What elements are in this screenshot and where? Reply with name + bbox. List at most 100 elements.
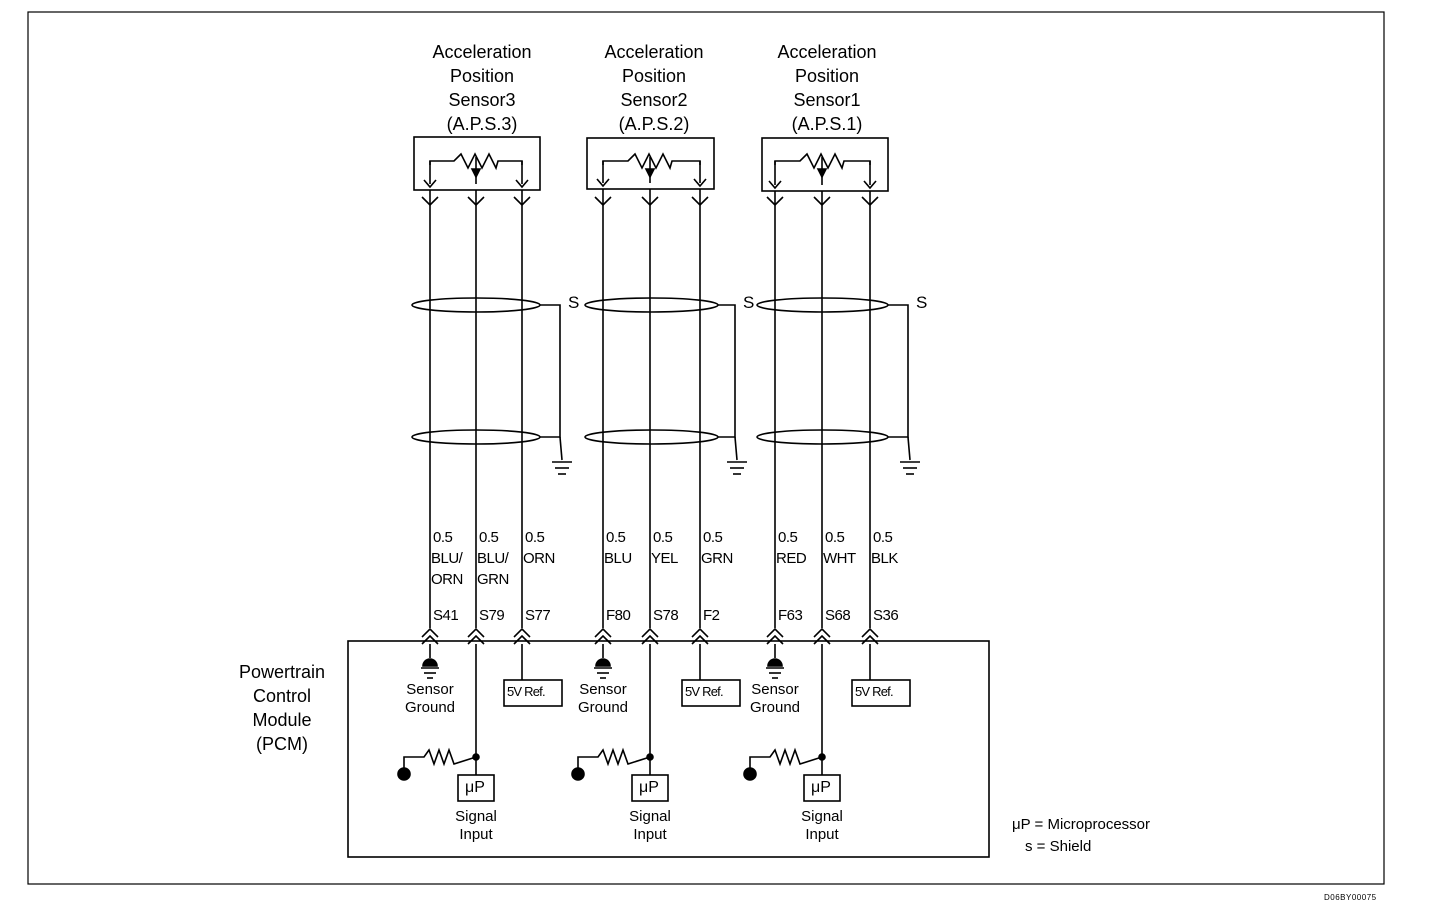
connector-chevron: [691, 196, 709, 207]
sensor-group-1: [397, 136, 572, 802]
lead-arrow: [596, 178, 610, 188]
sensor-title: Acceleration: [777, 42, 877, 62]
connector-chevron: [691, 634, 709, 645]
connector-chevron: [421, 627, 439, 638]
connector-chevron: [513, 196, 531, 207]
connector-chevron: [861, 627, 879, 638]
signal-input-label: Signal: [629, 808, 671, 825]
ref-box: [681, 679, 741, 707]
ground-dot: [422, 658, 438, 667]
ground-dot: [767, 658, 783, 667]
pullup-resistor: [577, 747, 651, 772]
connector-chevron: [641, 634, 659, 645]
signal-input-label: Input: [805, 826, 839, 843]
potentiometer-resistor: [429, 152, 523, 171]
microprocessor-box: [803, 774, 841, 802]
wire-size: 0.5: [825, 529, 845, 546]
wiper-arrow: [816, 168, 828, 179]
connector-chevron: [813, 196, 831, 207]
connector-chevron: [691, 627, 709, 638]
sensor-ground-label: Sensor: [579, 681, 627, 698]
pin-number: S68: [825, 607, 851, 624]
pin-number: S36: [873, 607, 899, 624]
sensor-title: Position: [449, 66, 515, 86]
pullup-resistor: [403, 747, 477, 772]
legend-item: μP = Microprocessor: [1012, 816, 1150, 833]
ground-dot: [595, 658, 611, 667]
wire-size: 0.5: [778, 529, 798, 546]
connector-chevron: [641, 196, 659, 207]
shield-drain: [718, 304, 736, 438]
sensor-title: Position: [794, 66, 860, 86]
signal-input-label: Signal: [801, 808, 843, 825]
wire-color: GRN: [701, 550, 733, 567]
shield-label: S: [743, 293, 754, 312]
pcm-box: [347, 640, 990, 858]
microprocessor-label: μP: [811, 779, 831, 796]
connector-chevron: [813, 634, 831, 645]
ref-label: 5V Ref.: [685, 684, 724, 699]
signal-input-label: Input: [459, 826, 493, 843]
lead-arrow: [515, 179, 529, 189]
connector-chevron: [766, 634, 784, 645]
wire-color: YEL: [651, 550, 678, 567]
pin-number: F63: [778, 607, 803, 624]
connector-chevron: [594, 196, 612, 207]
shield-drain: [907, 436, 911, 461]
wire-color: BLU/: [431, 550, 463, 567]
connector-chevron: [766, 627, 784, 638]
figure-id: D06BY00075: [1324, 893, 1377, 902]
microprocessor-label: μP: [465, 779, 485, 796]
connector-chevron: [467, 634, 485, 645]
wire-color: GRN: [477, 571, 509, 588]
ref-box: [851, 679, 911, 707]
pcm-label: (PCM): [256, 734, 308, 754]
connector-chevron: [513, 627, 531, 638]
lead-arrow: [423, 179, 437, 189]
microprocessor-box: [457, 774, 495, 802]
shield-label: S: [568, 293, 579, 312]
shield-drain: [559, 436, 563, 461]
pullup-resistor: [749, 747, 823, 772]
ref-box: [503, 679, 563, 707]
sensor-group-3: [743, 137, 920, 802]
wiper-arrow: [644, 168, 656, 179]
wire-color: ORN: [523, 550, 555, 567]
signal-input-label: Signal: [455, 808, 497, 825]
connector-chevron: [421, 634, 439, 645]
sensor-ground-label: Sensor: [406, 681, 454, 698]
wire-size: 0.5: [525, 529, 545, 546]
supply-dot: [571, 767, 585, 781]
connector-chevron: [594, 634, 612, 645]
connector-chevron: [467, 196, 485, 207]
connector-chevron: [467, 627, 485, 638]
sensor-title: Acceleration: [604, 42, 704, 62]
wire-size: 0.5: [433, 529, 453, 546]
sensor-title: Sensor1: [793, 90, 861, 110]
sensor-title: Position: [621, 66, 687, 86]
sensor-title: (A.P.S.2): [618, 114, 690, 134]
shield-drain: [540, 304, 561, 438]
connector-chevron: [861, 634, 879, 645]
microprocessor-label: μP: [639, 779, 659, 796]
wire-color: BLU/: [477, 550, 509, 567]
connector-chevron: [641, 627, 659, 638]
pin-number: F2: [703, 607, 720, 624]
wire-size: 0.5: [606, 529, 626, 546]
pin-number: S41: [433, 607, 459, 624]
pin-number: S77: [525, 607, 551, 624]
connector-chevron: [766, 196, 784, 207]
potentiometer-resistor: [774, 152, 871, 171]
pcm-label: Powertrain: [238, 662, 326, 682]
shield-drain: [734, 436, 738, 461]
wire-color: BLU: [604, 550, 632, 567]
connector-chevron: [594, 627, 612, 638]
shield-label: S: [916, 293, 927, 312]
ref-label: 5V Ref.: [507, 684, 546, 699]
wire-size: 0.5: [703, 529, 723, 546]
pin-number: S79: [479, 607, 505, 624]
wire-color: WHT: [823, 550, 856, 567]
supply-dot: [397, 767, 411, 781]
wire-color: BLK: [871, 550, 898, 567]
